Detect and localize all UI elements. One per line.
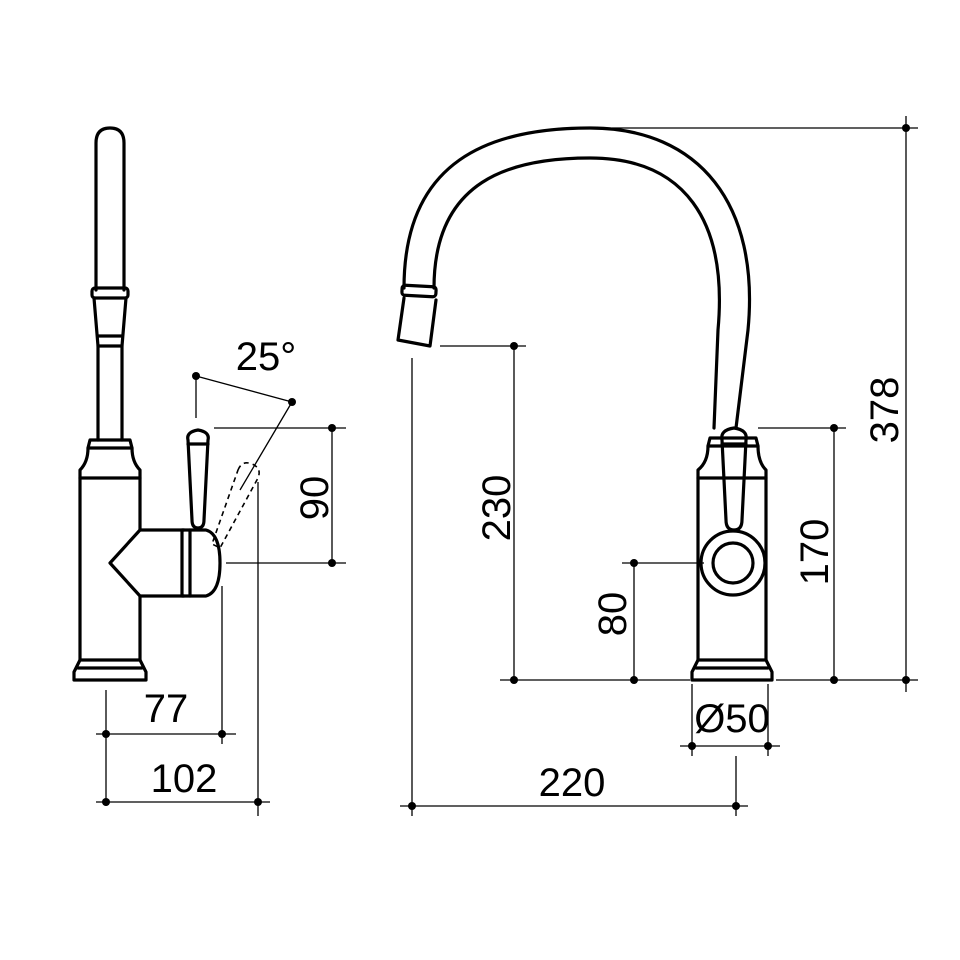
front-spout-tip [396,296,438,348]
body-height-label: 170 [793,519,837,586]
spout-reach-label: 220 [539,761,606,805]
side-spout-taper [92,296,128,348]
side-view [72,126,260,682]
body-depth-label: 77 [144,687,189,731]
spout-height-label: 230 [475,475,519,542]
side-body-flare [78,446,142,480]
side-spout-ring [90,286,130,300]
side-body [78,476,142,662]
side-lever [186,428,210,530]
front-lever [720,426,748,532]
front-handle-hub-outer [699,529,767,597]
side-lever-rotated [211,462,260,550]
base-diameter-label: Ø50 [694,697,770,741]
angle-label: 25° [236,335,297,379]
dimension-labels: 25° 90 77 102 230 80 170 378 Ø50 220 [144,335,907,805]
lever-height-label: 90 [293,476,337,521]
front-body [696,476,768,662]
handle-center-label: 80 [591,592,635,637]
overall-depth-label: 102 [151,757,218,801]
dimension-lines [96,116,918,816]
front-view [396,126,774,682]
front-gooseneck-outer [402,126,752,430]
side-handle-cone [108,528,186,598]
side-collar [86,438,134,450]
side-spout-tube [94,126,126,292]
front-base [690,658,774,682]
front-spout-ring [400,283,438,299]
front-body-flare [696,444,768,480]
side-handle-hub [180,528,222,598]
front-gooseneck-inner [432,156,721,430]
side-base [72,658,148,682]
overall-height-label: 378 [863,377,907,444]
side-neck [96,344,124,442]
front-handle-hub-inner [711,541,755,585]
